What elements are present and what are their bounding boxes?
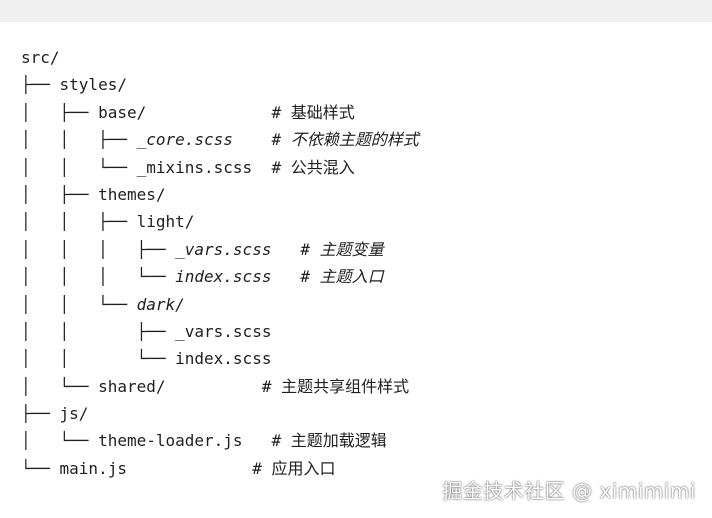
tree-line: src/ (21, 48, 60, 67)
tree-line: ├── styles/ (21, 75, 127, 95)
tree-line: │ │ ├── light/ (21, 212, 195, 232)
tree-line: │ │ ├── _core.scss # 不依赖主题的样式 (21, 130, 419, 150)
tree-line: │ │ └── dark/ (21, 294, 185, 314)
tree-line: │ └── shared/ # 主题共享组件样式 (21, 376, 410, 396)
tree-line: │ │ │ └── index.scss # 主题入口 (21, 267, 384, 287)
tree-line: └── main.js # 应用入口 (21, 458, 336, 478)
watermark: 掘金技术社区 @ ximimimi (442, 479, 696, 503)
tree-line: │ │ ├── _vars.scss (21, 321, 272, 341)
tree-line: │ │ │ ├── _vars.scss # 主题变量 (21, 239, 384, 259)
top-band (0, 0, 712, 22)
tree-line: ├── js/ (21, 404, 89, 424)
code-block (0, 22, 712, 500)
tree-line: │ └── theme-loader.js # 主题加载逻辑 (21, 431, 387, 451)
tree-line: │ │ └── _mixins.scss # 公共混入 (21, 157, 355, 177)
directory-tree: src/ ├── styles/ │ ├── base/ # 基础样式 │ │ … (21, 44, 419, 482)
tree-line: │ │ └── index.scss (21, 349, 272, 369)
tree-line: │ ├── base/ # 基础样式 (21, 102, 355, 122)
tree-line: │ ├── themes/ (21, 184, 166, 204)
